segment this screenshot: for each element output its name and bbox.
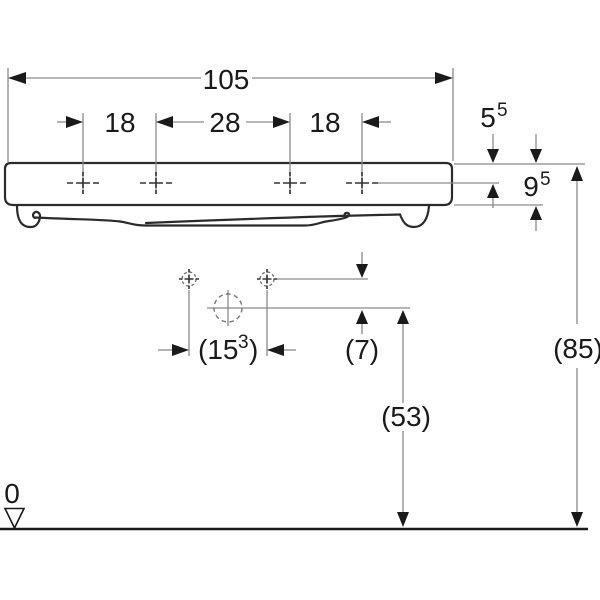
basin-underside-near-edge bbox=[33, 211, 351, 227]
basin-rim-outline bbox=[3, 161, 454, 207]
dimension-labels: 105 18 28 18 5 5 9 5 (15 3 ) (7) (53) (8… bbox=[104, 64, 600, 432]
tap-hole-marker bbox=[346, 172, 378, 194]
fixing-hole-marker bbox=[179, 269, 199, 289]
dim-hole-spacing-left-label: 18 bbox=[104, 107, 135, 138]
dim-drain-height-label: (53) bbox=[381, 401, 431, 432]
tap-hole-marker bbox=[140, 172, 172, 194]
construction-lines bbox=[7, 68, 585, 513]
floor-datum: 0 bbox=[0, 478, 588, 531]
fixing-hole-markers bbox=[179, 269, 277, 323]
dim-tap-hole-offset-label: 5 5 bbox=[480, 100, 507, 133]
svg-text:): ) bbox=[249, 334, 258, 365]
dim-rim-height-label: 9 5 bbox=[523, 169, 550, 202]
basin-left-foot bbox=[15, 204, 42, 229]
svg-text:3: 3 bbox=[238, 332, 249, 353]
floor-datum-label: 0 bbox=[4, 478, 20, 509]
dim-drain-offset-label: (7) bbox=[345, 334, 379, 365]
datum-triangle-icon bbox=[3, 507, 26, 530]
dim-hole-spacing-right-label: 18 bbox=[309, 107, 340, 138]
dim-fixing-spacing-label: (15 3 ) bbox=[198, 332, 258, 365]
basin-front-view bbox=[3, 161, 454, 229]
svg-text:5: 5 bbox=[480, 102, 496, 133]
svg-text:9: 9 bbox=[523, 171, 539, 202]
basin-underside-far-edge bbox=[144, 213, 402, 225]
svg-text:(15: (15 bbox=[198, 334, 238, 365]
dim-rim-level-label: (85) bbox=[553, 333, 600, 364]
tap-hole-marker bbox=[274, 172, 306, 194]
dimension-arrowheads bbox=[8, 72, 583, 527]
tap-hole-markers bbox=[67, 172, 378, 194]
drain-outlet-circle bbox=[213, 293, 243, 323]
svg-text:5: 5 bbox=[497, 100, 508, 121]
basin-right-foot bbox=[398, 204, 431, 229]
tap-hole-marker bbox=[67, 172, 99, 194]
dim-overall-width-label: 105 bbox=[203, 64, 250, 95]
fixing-hole-marker bbox=[257, 269, 277, 289]
svg-text:5: 5 bbox=[540, 169, 551, 190]
dim-hole-spacing-center-label: 28 bbox=[209, 107, 240, 138]
